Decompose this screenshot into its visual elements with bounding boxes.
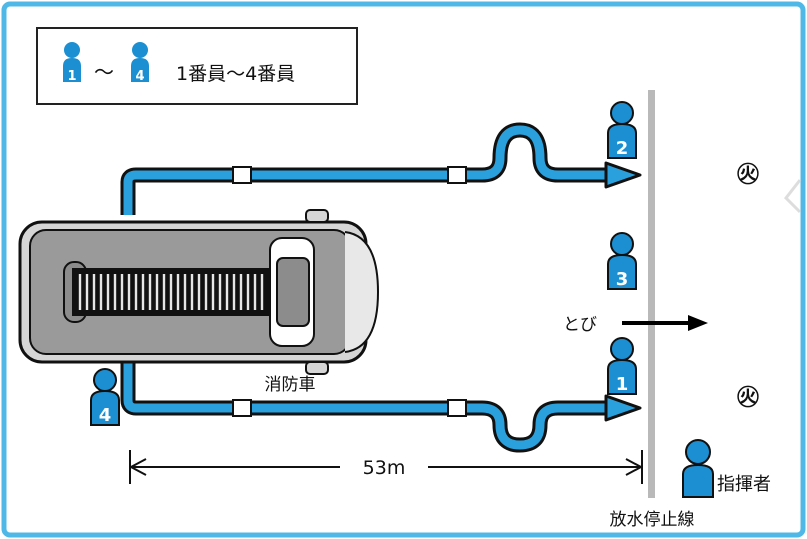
truck-cab [344, 231, 380, 353]
legend-member-icon-last: 4 [131, 42, 149, 84]
legend-box: 1 ～ 4 1番員～4番員 [36, 27, 358, 105]
cab-window [276, 257, 310, 327]
fire-mark-upper-icon: ㊋ [737, 162, 759, 188]
chevron-left-icon [784, 179, 802, 214]
member-head-icon [610, 337, 634, 361]
commander-label: 指揮者 [717, 474, 771, 495]
side-mirror-icon [305, 209, 329, 223]
side-mirror-icon [305, 361, 329, 375]
member-2: 2 [607, 101, 637, 159]
arrow-right-icon [625, 458, 644, 476]
stop-line [648, 90, 655, 498]
lower-hose [123, 360, 612, 450]
legend-member-icon-first: 1 [63, 42, 81, 84]
commander [682, 439, 714, 498]
upper-nozzle-arrow [604, 161, 642, 189]
member-body-icon [63, 58, 81, 82]
member-4: 4 [90, 368, 120, 426]
distance-dimension: 53m [128, 450, 644, 484]
jump-label: とび [563, 315, 597, 335]
distance-label: 53m [363, 457, 406, 479]
member-number: 4 [99, 405, 112, 426]
member-body-icon [607, 122, 637, 159]
member-body-icon [90, 389, 120, 426]
hose-coupling [232, 166, 252, 184]
hose-lines [120, 122, 642, 453]
member-number: 2 [616, 138, 629, 159]
legend-separator: ～ [94, 60, 114, 84]
legend-first-number: 1 [67, 69, 76, 84]
ladder-rungs [78, 274, 264, 310]
member-head-icon [64, 42, 80, 58]
member-1: 1 [607, 337, 637, 395]
member-number: 3 [616, 269, 629, 290]
jump-arrow-icon [688, 315, 708, 331]
member-head-icon [610, 232, 634, 256]
fire-truck [18, 209, 380, 375]
stop-line-label: 放水停止線 [610, 510, 695, 530]
member-head-icon [610, 101, 634, 125]
hose-coupling [447, 166, 467, 184]
upper-hose [123, 125, 612, 215]
legend-border [36, 27, 358, 105]
legend-text: 1番員～4番員 [176, 63, 295, 85]
member-head-icon [132, 42, 148, 58]
commander-body-icon [682, 463, 714, 498]
hose-coupling [447, 399, 467, 417]
member-body-icon [131, 58, 149, 82]
hose-coupling [232, 399, 252, 417]
member-number: 1 [616, 374, 629, 395]
lower-nozzle-arrow [604, 394, 642, 422]
vehicle-label: 消防車 [265, 375, 316, 395]
commander-head-icon [685, 439, 711, 465]
member-3: 3 [607, 232, 637, 290]
member-body-icon [607, 253, 637, 290]
fire-mark-lower-icon: ㊋ [737, 385, 759, 411]
member-body-icon [607, 358, 637, 395]
legend-last-number: 4 [135, 69, 144, 84]
member-head-icon [93, 368, 117, 392]
arrow-left-icon [128, 458, 147, 476]
